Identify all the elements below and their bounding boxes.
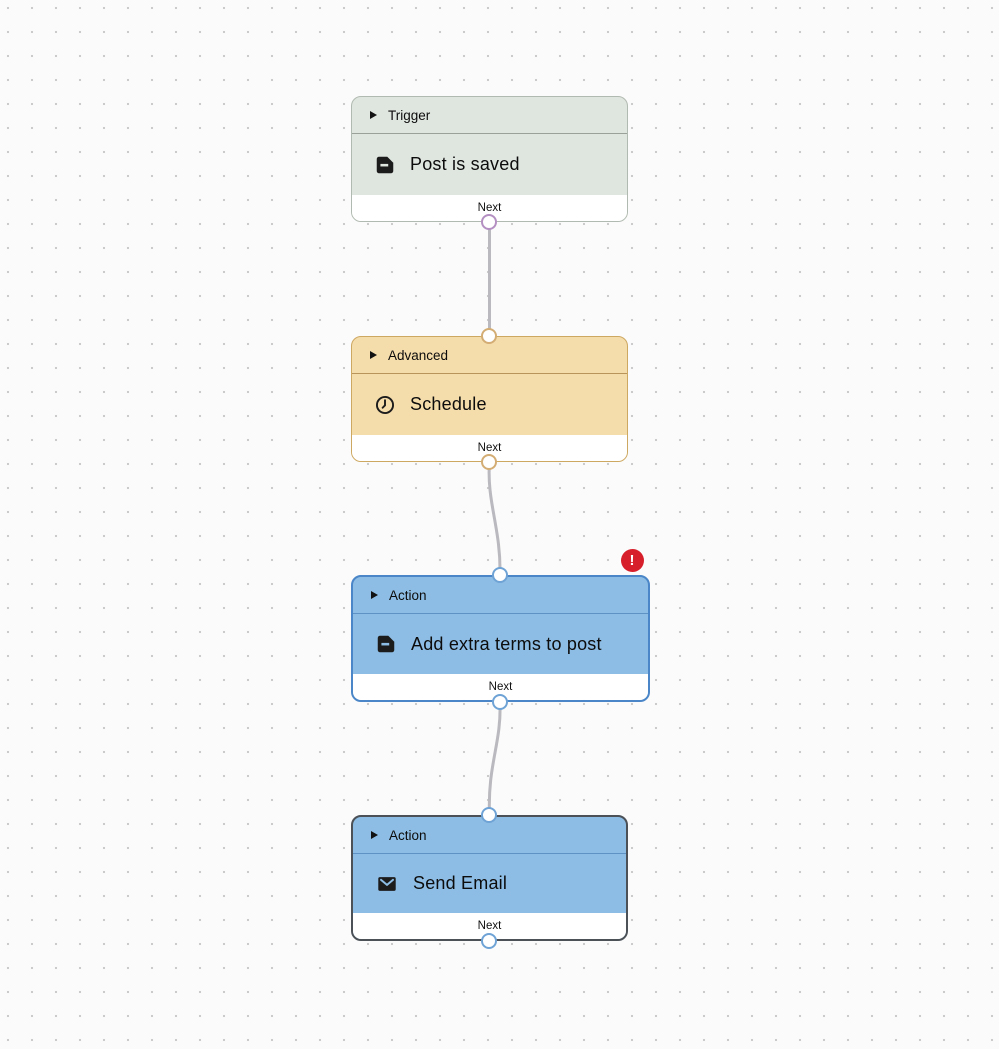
document-icon [375, 633, 397, 655]
port-action-out[interactable] [491, 693, 508, 710]
next-port-label: Next [477, 202, 502, 214]
document-icon [374, 154, 396, 176]
edge-advanced-to-action[interactable] [487, 460, 502, 577]
node-body[interactable]: Send Email [353, 854, 626, 913]
node-header[interactable]: Action [353, 577, 648, 614]
node-type-label: Advanced [388, 347, 449, 363]
port-sendemail-out[interactable] [481, 932, 497, 949]
node-action-add-extra-terms[interactable]: Action Add extra terms to post Next [351, 575, 650, 702]
node-body[interactable]: Add extra terms to post [353, 614, 648, 674]
node-body[interactable]: Post is saved [352, 134, 627, 195]
node-advanced-schedule[interactable]: Advanced Schedule Next [351, 336, 628, 462]
port-action-in[interactable] [491, 566, 508, 583]
node-body[interactable]: Schedule [352, 374, 627, 435]
next-port-label: Next [477, 920, 502, 932]
port-sendemail-in[interactable] [481, 806, 497, 823]
node-title: Send Email [413, 873, 508, 893]
node-header[interactable]: Trigger [352, 97, 627, 134]
node-title: Schedule [410, 394, 487, 414]
collapse-triangle-icon[interactable] [371, 591, 378, 599]
collapse-triangle-icon[interactable] [371, 831, 378, 839]
collapse-triangle-icon[interactable] [370, 111, 377, 119]
clock-icon [374, 394, 396, 416]
collapse-triangle-icon[interactable] [370, 351, 377, 359]
node-type-label: Action [389, 827, 427, 843]
node-title: Add extra terms to post [411, 633, 602, 654]
mail-icon [375, 873, 399, 895]
node-type-label: Action [389, 587, 427, 603]
node-trigger-post-is-saved[interactable]: Trigger Post is saved Next [351, 96, 628, 222]
edge-action-to-sendemail[interactable] [487, 700, 502, 817]
node-action-send-email[interactable]: Action Send Email Next [351, 815, 628, 941]
node-title: Post is saved [410, 154, 520, 174]
next-port-label: Next [488, 681, 513, 693]
port-trigger-out[interactable] [481, 213, 497, 230]
next-port-label: Next [477, 442, 502, 454]
node-header[interactable]: Action [353, 817, 626, 854]
port-advanced-out[interactable] [481, 453, 497, 470]
node-header[interactable]: Advanced [352, 337, 627, 374]
error-badge[interactable]: ! [620, 548, 644, 572]
node-type-label: Trigger [388, 107, 431, 123]
port-advanced-in[interactable] [481, 327, 497, 344]
